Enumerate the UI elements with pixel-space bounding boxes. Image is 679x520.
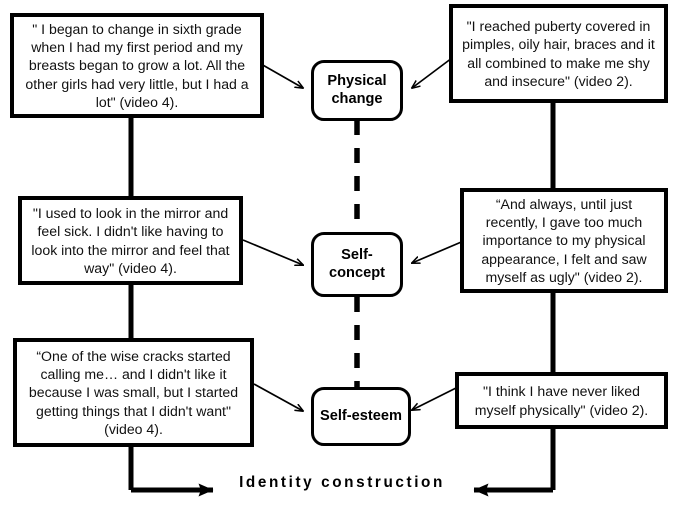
core-node-physical-change[interactable]: Physical change: [311, 60, 403, 121]
connector-arrows: [242, 57, 467, 411]
core-node-self-concept[interactable]: Self- concept: [311, 232, 403, 297]
quote-box-middle-right: “And always, until just recently, I gave…: [460, 188, 668, 293]
arrow-bottom-right-to-self-esteem: [412, 385, 461, 410]
quote-box-top-right: "I reached puberty covered in pimples, o…: [449, 4, 668, 103]
arrow-bottom-left-to-self-esteem: [253, 383, 303, 411]
quote-box-top-left: " I began to change in sixth grade when …: [10, 13, 264, 118]
arrow-middle-right-to-self-concept: [412, 239, 467, 263]
arrow-middle-left-to-self-concept: [242, 239, 303, 265]
arrow-top-left-to-physical-change: [260, 63, 303, 88]
quote-box-middle-left: "I used to look in the mirror and feel s…: [18, 196, 243, 285]
arrow-top-right-to-physical-change: [412, 57, 453, 88]
core-node-self-esteem[interactable]: Self-esteem: [311, 387, 411, 446]
quote-box-bottom-left: “One of the wise cracks started calling …: [13, 338, 254, 447]
identity-construction-label: Identity construction: [239, 474, 445, 491]
quote-box-bottom-right: "I think I have never liked myself physi…: [455, 372, 668, 429]
